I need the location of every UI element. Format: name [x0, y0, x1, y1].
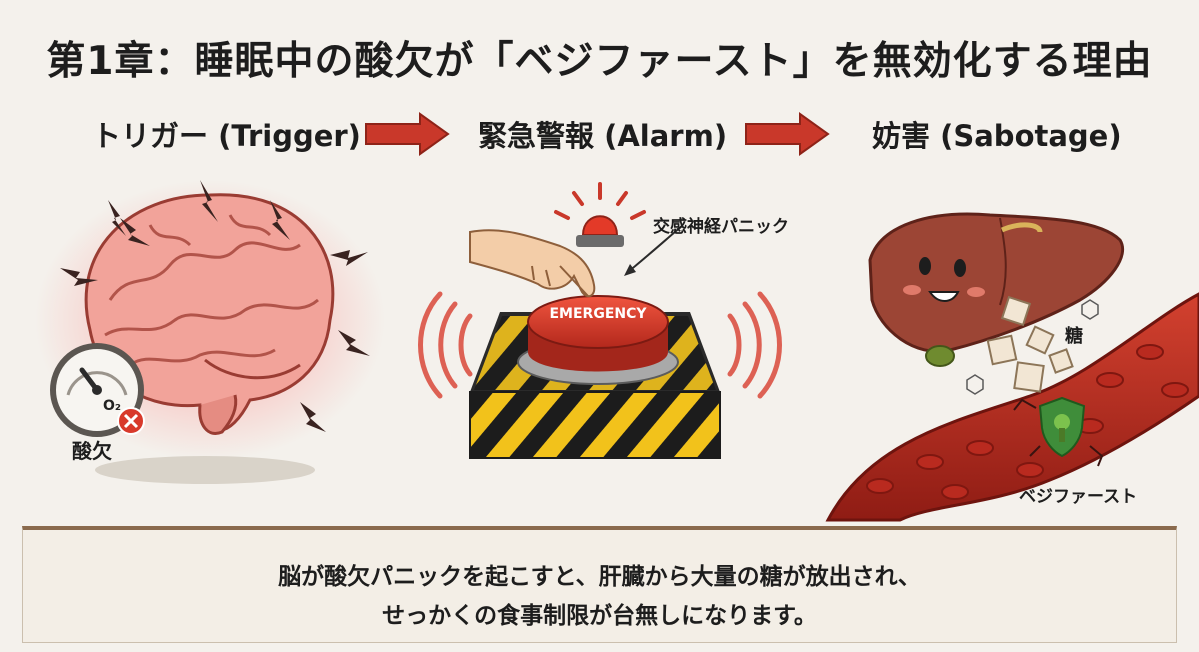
flow-arrow-icon [745, 112, 830, 156]
vege-first-label: ベジファースト [1019, 487, 1138, 507]
emergency-button: EMERGENCY [517, 295, 679, 385]
sugar-cube-icon [986, 295, 1074, 393]
oxygen-deficiency-label: 酸欠 [72, 439, 112, 463]
summary-line-2: せっかくの食事制限が台無しになります。 [382, 603, 817, 629]
sound-wave-icon [418, 291, 782, 399]
blood-vessel-icon [825, 292, 1199, 522]
close-icon [117, 407, 145, 435]
emergency-button-label: EMERGENCY [549, 306, 647, 322]
siren-icon [554, 182, 646, 247]
brain-icon [35, 180, 385, 484]
summary-line-1: 脳が酸欠パニックを起こすと、肝臓から大量の糖が放出され、 [278, 564, 921, 590]
summary-box: 脳が酸欠パニックを起こすと、肝臓から大量の糖が放出され、 せっかくの食事制限が台… [22, 526, 1177, 643]
molecule-icon [966, 299, 1099, 395]
callout-line [627, 225, 683, 273]
gauge-o2-symbol: O₂ [103, 398, 121, 414]
crack-icon [1013, 398, 1104, 467]
sympathetic-panic-label: 交感神経パニック [653, 217, 789, 237]
flow-arrow-icon [365, 112, 450, 156]
shield-icon [1038, 396, 1086, 458]
step-sabotage-label: 妨害 (Sabotage) [872, 119, 1122, 153]
liver-icon [868, 212, 1125, 367]
callout-arrowhead [624, 264, 636, 276]
oxygen-gauge-icon: O₂ [50, 343, 144, 437]
page-title: 第1章：睡眠中の酸欠が「ベジファースト」を無効化する理由 [46, 39, 1153, 84]
hand-icon [469, 229, 596, 298]
sugar-label: 糖 [1065, 326, 1083, 347]
step-trigger-label: トリガー (Trigger) [92, 119, 361, 153]
zap-icon [60, 180, 370, 432]
step-alarm-label: 緊急警報 (Alarm) [478, 119, 728, 153]
